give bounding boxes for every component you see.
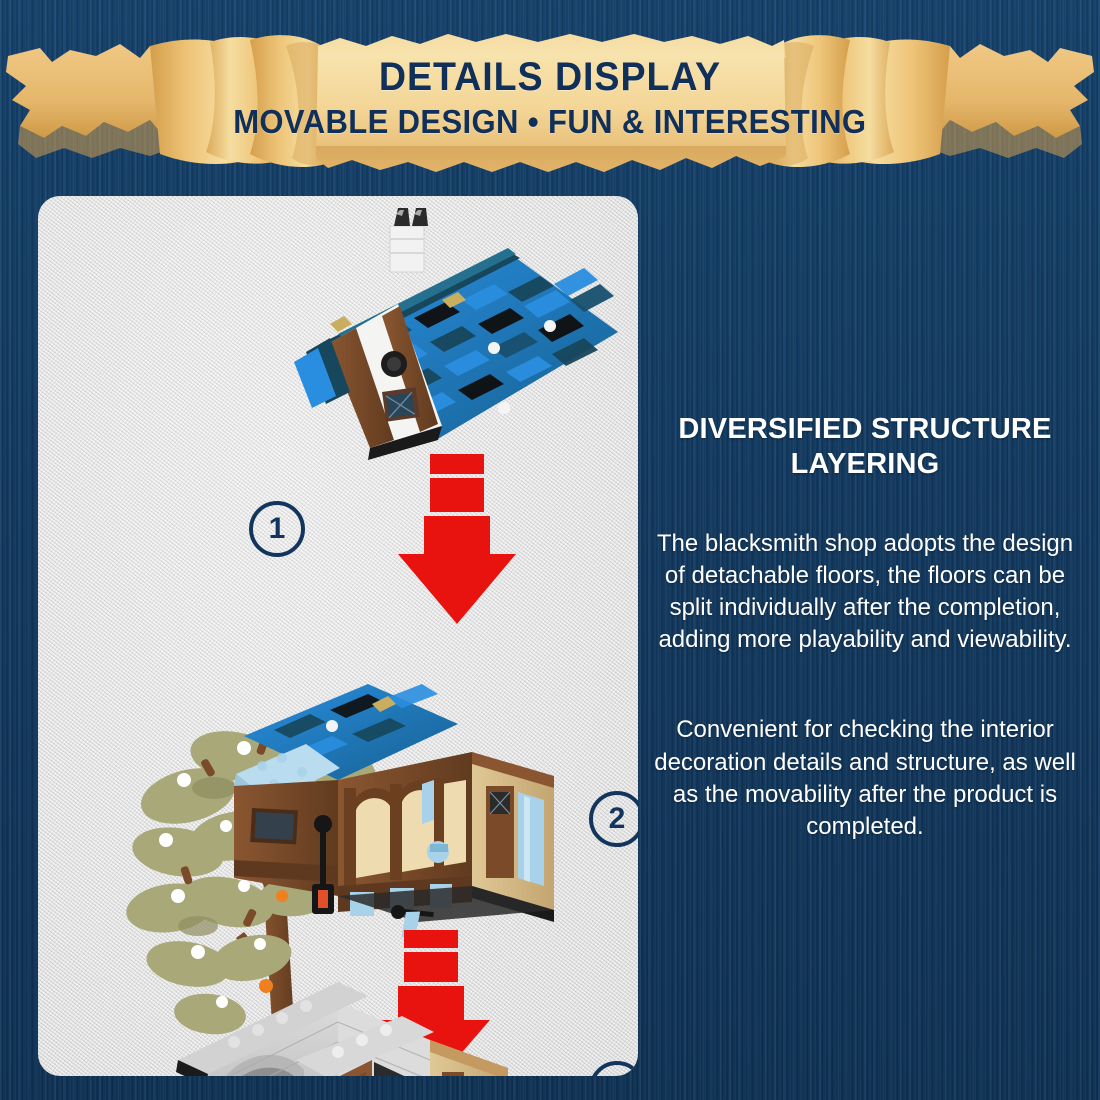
banner-left-tail xyxy=(6,44,178,158)
step-badge-1: 1 xyxy=(249,501,305,557)
ground-floor-module xyxy=(176,982,508,1076)
arrow-roof-to-midfloor xyxy=(398,454,516,624)
street-lamp xyxy=(312,815,334,914)
step-badge-2-label: 2 xyxy=(608,802,626,835)
banner-right-curl xyxy=(768,35,950,168)
banner-main-field xyxy=(316,34,786,172)
step-badge-1-label: 1 xyxy=(268,512,286,545)
product-photo-panel: 1 2 3 xyxy=(38,196,638,1076)
feature-text-column: DIVERSIFIED STRUCTURE LAYERING The black… xyxy=(650,412,1080,843)
feature-heading: DIVERSIFIED STRUCTURE LAYERING xyxy=(678,413,1052,481)
feature-paragraph-1: The blacksmith shop adopts the design of… xyxy=(656,529,1074,654)
feature-paragraph-2: Convenient for checking the interior dec… xyxy=(654,716,1076,840)
step-badge-3-label: 3 xyxy=(609,1074,626,1077)
step-badge-2: 2 xyxy=(589,791,638,847)
banner-left-curl xyxy=(150,35,332,168)
exploded-model-illustration xyxy=(38,196,638,1076)
banner-right-tail xyxy=(922,44,1094,158)
middle-floor-module xyxy=(234,684,554,938)
roof-module xyxy=(294,208,618,460)
scroll-banner: DETAILS DISPLAY MOVABLE DESIGN • FUN & I… xyxy=(0,6,1100,191)
